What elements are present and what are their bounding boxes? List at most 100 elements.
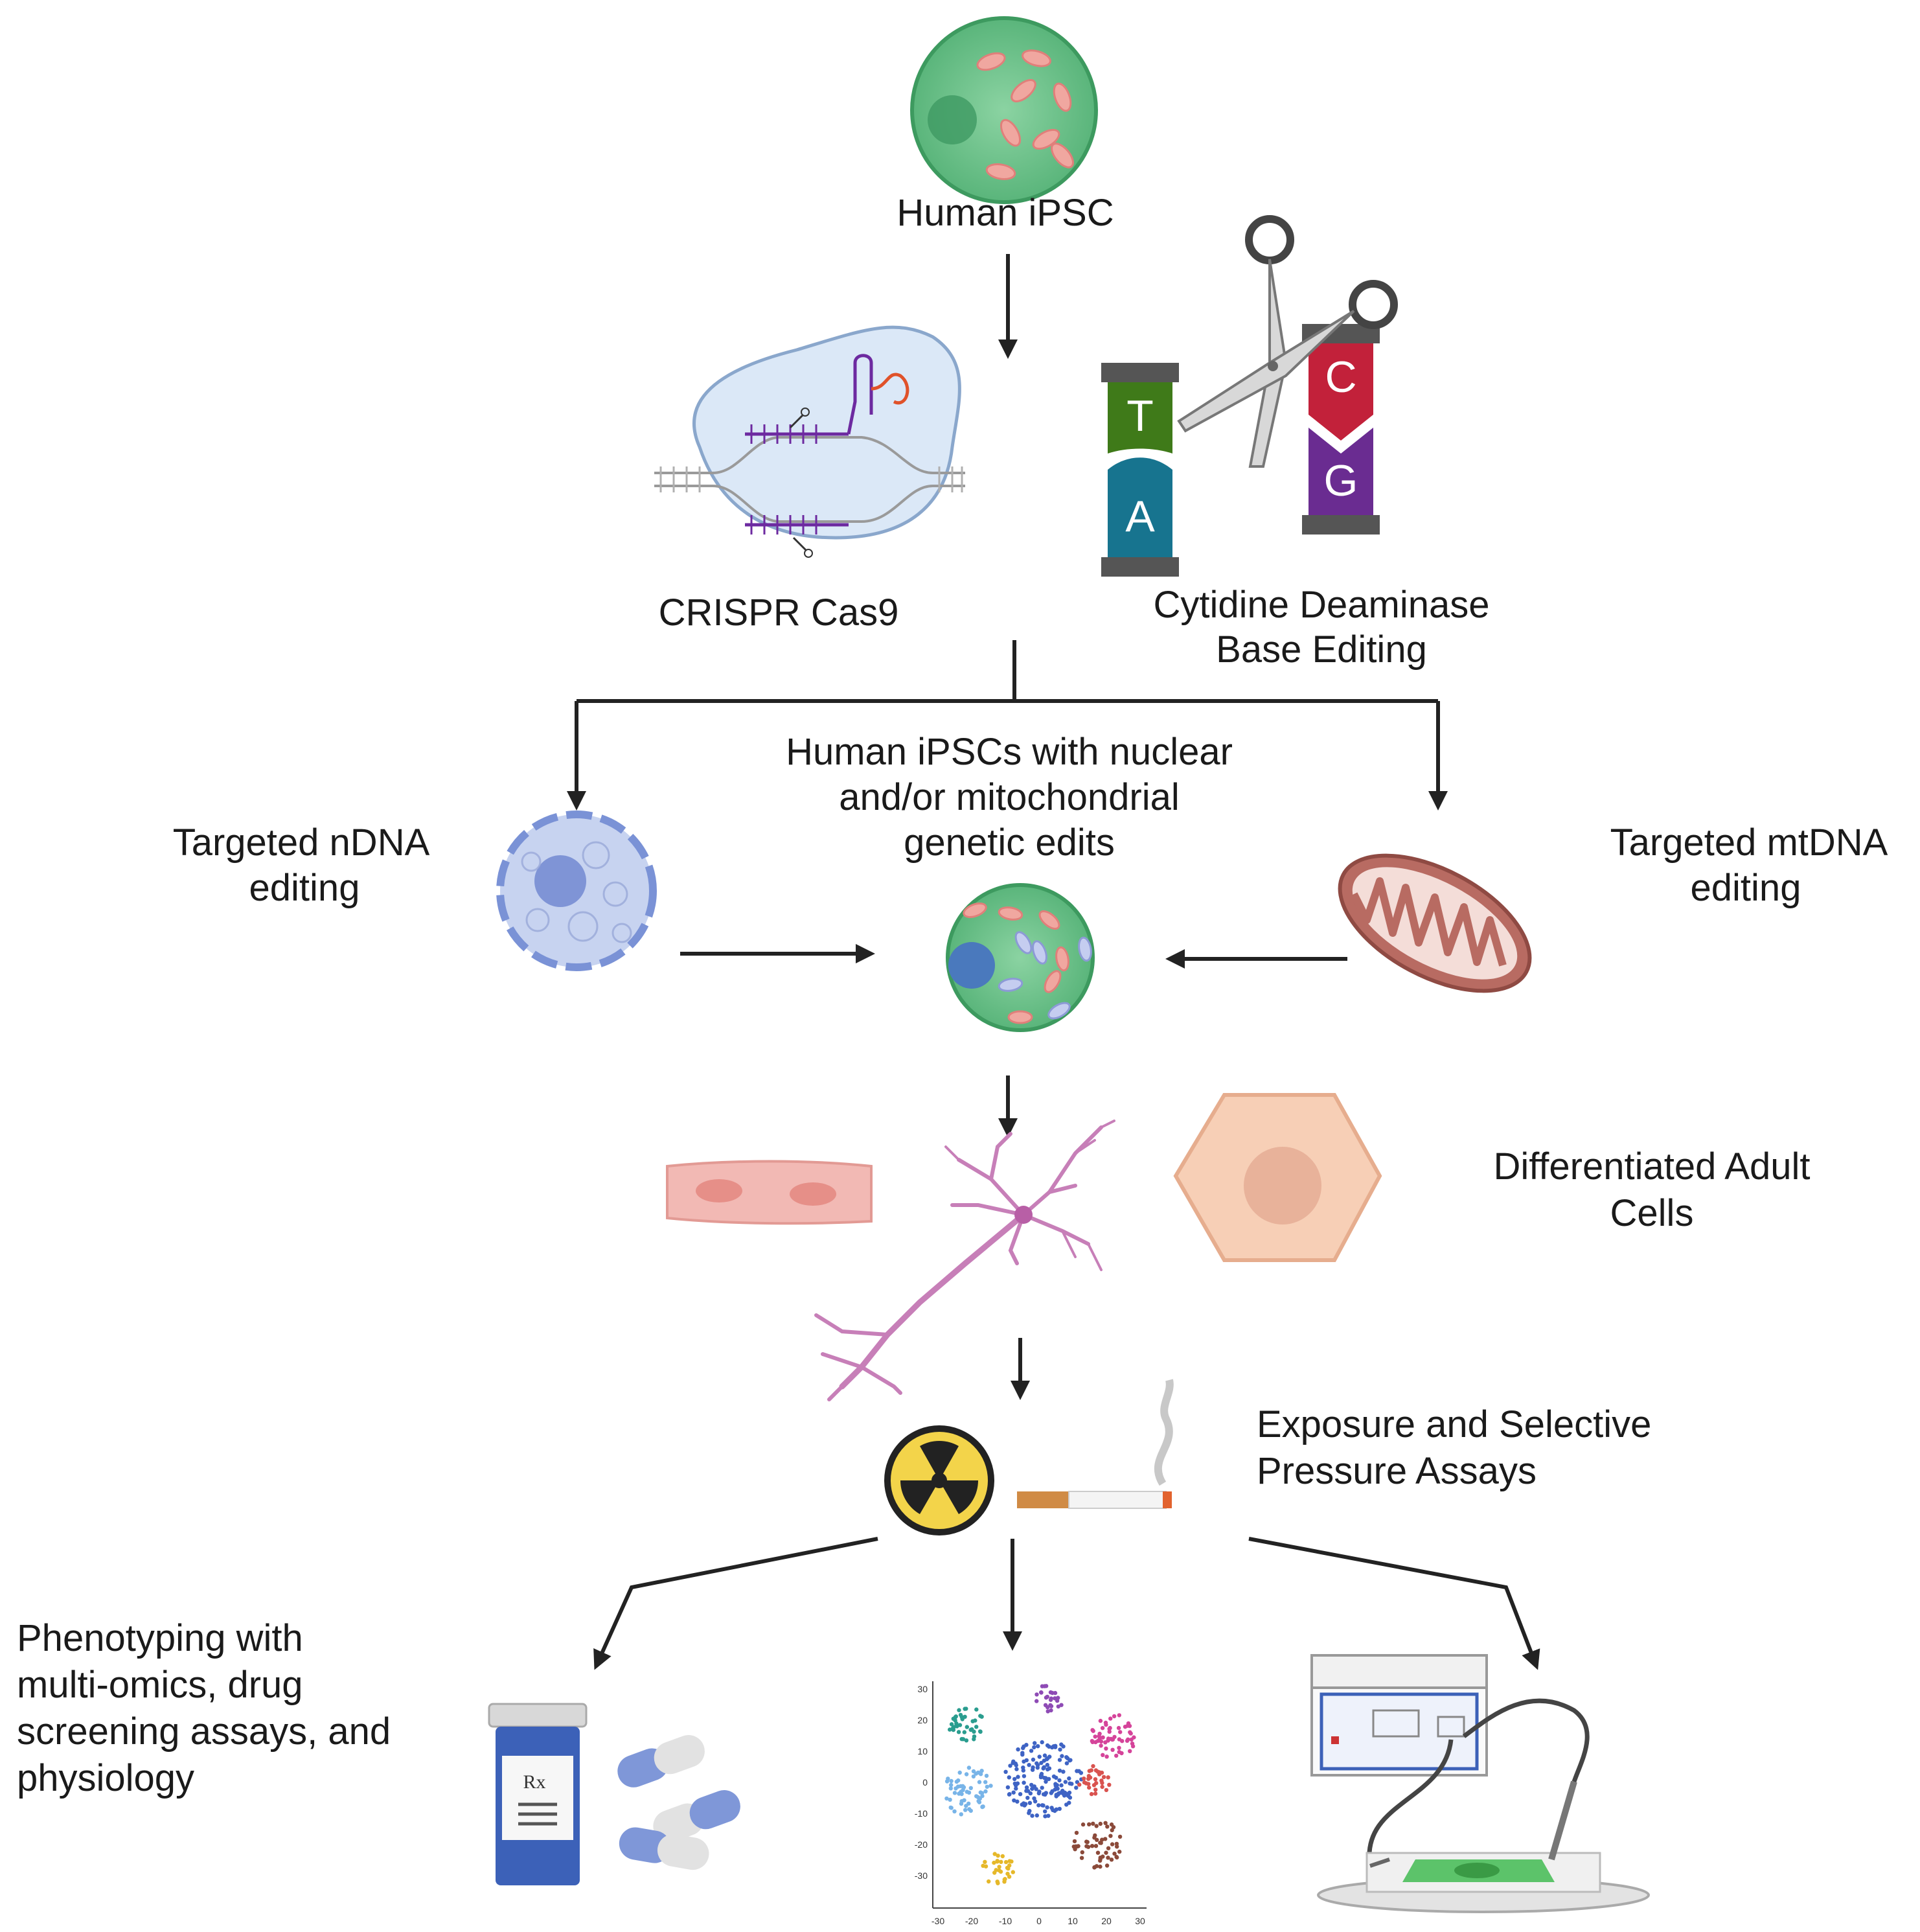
tsne-point [992,1860,996,1865]
tsne-point [1012,1777,1017,1782]
tsne-point [1057,1778,1062,1783]
phenotyping-label-1: Phenotyping with [17,1617,303,1659]
crispr-complex-icon [654,325,965,558]
tsne-point [996,1881,1000,1885]
tsne-point [1037,1754,1042,1759]
differentiated-label-2: Cells [1610,1192,1694,1234]
tsne-point [1014,1786,1018,1791]
exposure-label-1: Exposure and Selective [1257,1403,1651,1445]
tsne-point [1074,1830,1079,1835]
tsne-point [1007,1859,1012,1863]
tsne-point [1043,1814,1047,1819]
tsne-x-tick: -30 [931,1916,944,1926]
tsne-point [1024,1758,1029,1763]
tsne-x-tick: 20 [1101,1916,1112,1926]
tsne-point [1035,1763,1040,1767]
tsne-point [1104,1788,1109,1793]
tsne-point [1098,1821,1103,1826]
tsne-point [1005,1871,1010,1876]
tsne-point [984,1773,989,1778]
tsne-point [1002,1877,1007,1882]
tsne-point [966,1801,971,1806]
tsne-point [944,1796,949,1801]
tsne-point [1054,1807,1059,1811]
tsne-point [1094,1824,1099,1828]
human-ipsc-label: Human iPSC [897,192,1114,234]
tsne-point [1112,1851,1117,1856]
tsne-point [1008,1764,1012,1768]
edited-cells-label-2: and/or mitochondrial [839,776,1180,818]
tsne-point [1082,1777,1086,1781]
tsne-point [1104,1863,1110,1868]
tsne-point [967,1807,972,1811]
tsne-point [1032,1745,1036,1750]
tsne-point [949,1778,954,1784]
edited-ipsc-icon [946,883,1095,1032]
exposure-label-2: Pressure Assays [1257,1450,1537,1492]
tsne-point [1018,1792,1023,1797]
ndna-label-1: Targeted nDNA [173,822,430,864]
tsne-point [1108,1725,1112,1731]
tsne-point [1040,1786,1044,1790]
tsne-point [1054,1793,1059,1797]
tsne-point [1120,1739,1125,1743]
tsne-point [1041,1803,1046,1808]
tsne-point [1030,1813,1034,1818]
tsne-x-tick: 30 [1135,1916,1145,1926]
tsne-point [1034,1787,1038,1791]
tsne-point [1007,1775,1012,1780]
tsne-point [1117,1849,1122,1854]
tsne-x-tick: 0 [1036,1916,1042,1926]
tsne-point [1101,1735,1105,1740]
ipsc-cell-icon [910,16,1098,204]
tsne-point [1115,1855,1119,1860]
tsne-point [1107,1782,1112,1787]
tsne-point [1034,1692,1039,1697]
tsne-point [1126,1737,1130,1742]
tsne-point [1021,1745,1025,1751]
tsne-point [1036,1803,1041,1808]
tsne-point [1079,1771,1084,1775]
tsne-point [1007,1792,1012,1797]
edited-cells-label-1: Human iPSCs with nuclear [786,731,1233,773]
tsne-point [1024,1788,1029,1793]
tsne-point [1073,1847,1077,1852]
tsne-point [983,1859,987,1864]
tsne-point [974,1707,979,1712]
tsne-point [1020,1751,1025,1755]
tsne-point [1090,1844,1095,1848]
tsne-point [1048,1690,1053,1695]
tsne-point [1064,1761,1069,1765]
tsne-point [994,1868,998,1872]
tsne-point [1117,1713,1122,1718]
tsne-point [1057,1806,1062,1811]
tsne-point [1024,1785,1029,1789]
tsne-point [1067,1790,1072,1795]
mtdna-label-1: Targeted mtDNA [1610,822,1888,864]
tsne-point [1100,1726,1105,1731]
base-pair-ta-icon: T A [1101,363,1179,577]
tsne-point [949,1782,954,1788]
tsne-point [1125,1723,1130,1728]
tsne-point [1024,1743,1029,1747]
tsne-point [1104,1754,1109,1759]
tsne-point [1033,1741,1037,1745]
tsne-point [1056,1704,1061,1709]
tsne-point [962,1730,967,1734]
tsne-point [1031,1757,1036,1762]
tsne-point [1061,1769,1066,1774]
tsne-y-tick: -30 [915,1870,928,1881]
tsne-point [964,1738,969,1743]
tsne-point [1046,1767,1050,1772]
tsne-point [1108,1716,1113,1721]
tsne-point [1044,1696,1049,1700]
tsne-point [1104,1850,1108,1855]
tsne-point [1119,1751,1124,1756]
tsne-point [1027,1763,1031,1767]
tsne-point [1022,1801,1026,1806]
tsne-point [961,1785,966,1789]
tsne-point [1095,1837,1099,1842]
tsne-point [977,1780,982,1784]
tsne-point [963,1808,968,1812]
